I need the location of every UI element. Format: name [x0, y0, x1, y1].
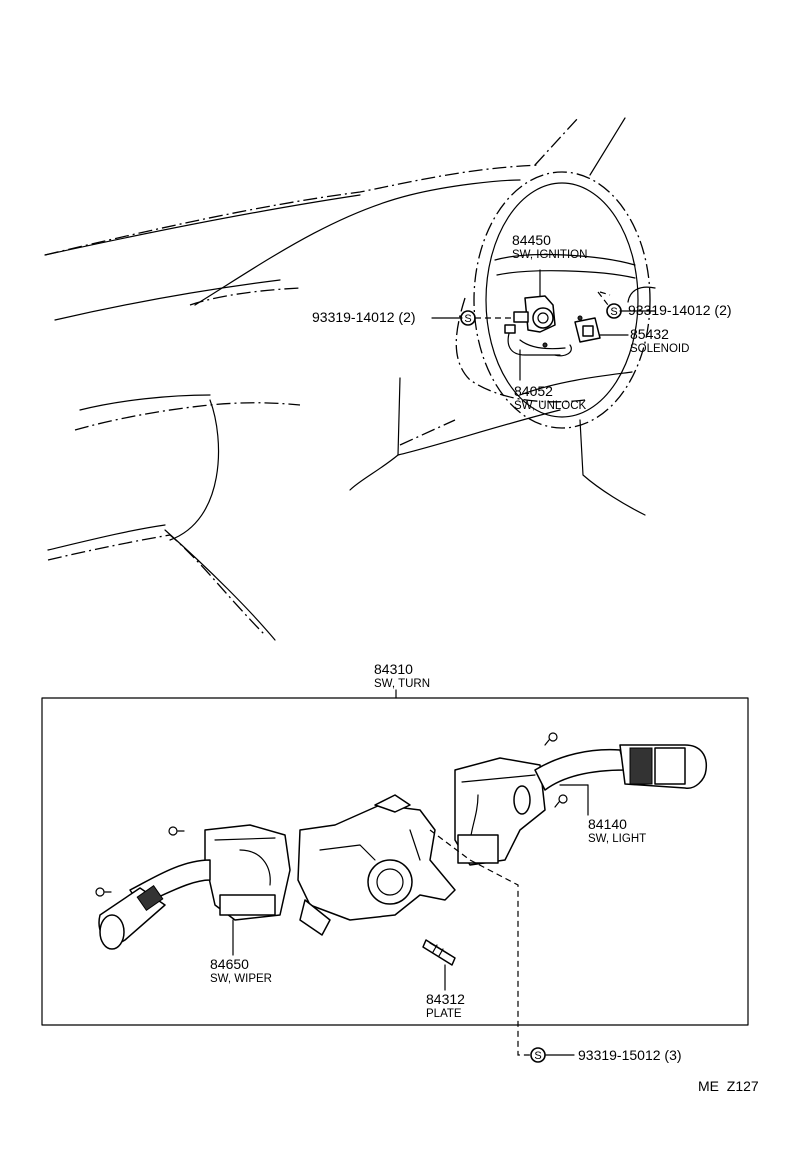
light-switch [454, 732, 708, 866]
wiper-name: SW, WIPER [210, 973, 272, 985]
ignition-name: SW, IGNITION [512, 249, 587, 261]
steering-wheel [455, 117, 656, 429]
turn-name: SW, TURN [374, 678, 430, 690]
unlock-name: SW, UNLOCK [514, 400, 587, 412]
top-leaders [431, 269, 656, 381]
box-leaders [232, 784, 589, 1056]
plate-name: PLATE [426, 1008, 462, 1020]
s-marker-right: S [606, 303, 622, 319]
s-marker-bottom: S [530, 1047, 546, 1063]
unlock-number: 84052 [514, 383, 553, 399]
turn-switch-box [41, 697, 749, 1026]
plate-part [422, 939, 456, 966]
solenoid-number: 85432 [630, 326, 669, 342]
s-marker-left-text: S [464, 313, 471, 325]
s-marker-right-text: S [610, 306, 617, 318]
ignition-number: 84450 [512, 232, 551, 248]
screw-left-number: 93319-14012 (2) [312, 309, 416, 325]
screw-right-number: 93319-14012 (2) [628, 302, 732, 318]
dashboard-outline [44, 164, 646, 641]
combination-switch-body [297, 794, 456, 936]
wiper-switch [95, 824, 291, 950]
s-marker-left: S [460, 310, 476, 326]
plate-number: 84312 [426, 991, 465, 1007]
screw-bottom-number: 93319-15012 (3) [578, 1047, 682, 1063]
light-number: 84140 [588, 816, 627, 832]
solenoid-name: SOLENOID [630, 343, 689, 355]
diagram-id: ME Z127 [698, 1078, 759, 1094]
turn-number: 84310 [374, 661, 413, 677]
light-name: SW, LIGHT [588, 833, 646, 845]
ignition-switch-assembly [504, 295, 601, 357]
s-marker-bottom-text: S [534, 1050, 541, 1062]
wiper-number: 84650 [210, 956, 249, 972]
